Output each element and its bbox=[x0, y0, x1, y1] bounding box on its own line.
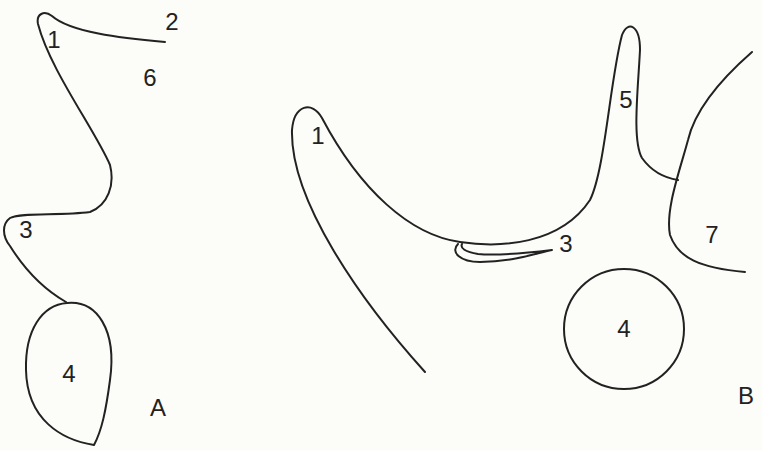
section-outline-b bbox=[292, 27, 678, 372]
callout-number: 2 bbox=[165, 10, 178, 34]
callout-number: 3 bbox=[19, 218, 32, 242]
callout-number: 3 bbox=[559, 232, 572, 256]
callout-number: 4 bbox=[62, 362, 75, 386]
callout-number: 5 bbox=[619, 88, 632, 112]
section-outline-a bbox=[4, 13, 165, 302]
figure-letter: A bbox=[150, 396, 166, 420]
callout-number: 1 bbox=[311, 124, 324, 148]
thin-loop-3 bbox=[455, 244, 552, 262]
callout-number: 1 bbox=[47, 28, 60, 52]
callout-circle: 4 bbox=[22, 300, 116, 448]
callout-number: 6 bbox=[143, 66, 156, 90]
region-outline-7 bbox=[669, 52, 752, 272]
callout-number: 7 bbox=[705, 223, 718, 247]
callout-circle: 4 bbox=[563, 268, 685, 390]
figure-letter: B bbox=[738, 384, 754, 408]
callout-number: 4 bbox=[617, 317, 630, 341]
